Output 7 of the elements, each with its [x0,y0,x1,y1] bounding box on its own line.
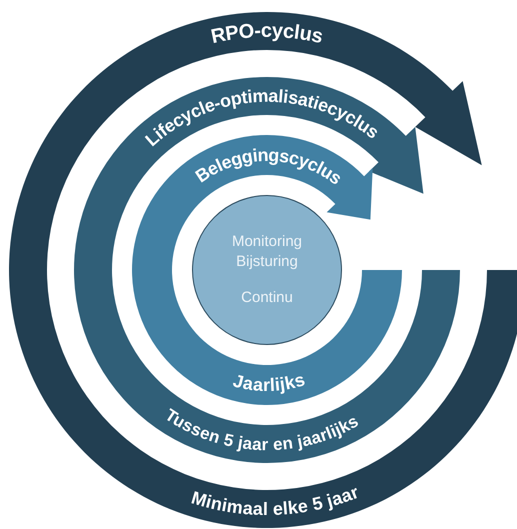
frequency-label: Minimaal elke 5 jaar [189,482,362,520]
circle-text: Monitoring Bijsturing [230,232,304,272]
cycle-ring [74,77,460,463]
cycle-ring [10,12,517,528]
frequency-label: Jaarlijks [230,369,308,396]
cycle-label: RPO-cyclus [209,20,325,48]
circle-text: Continu [241,288,293,308]
